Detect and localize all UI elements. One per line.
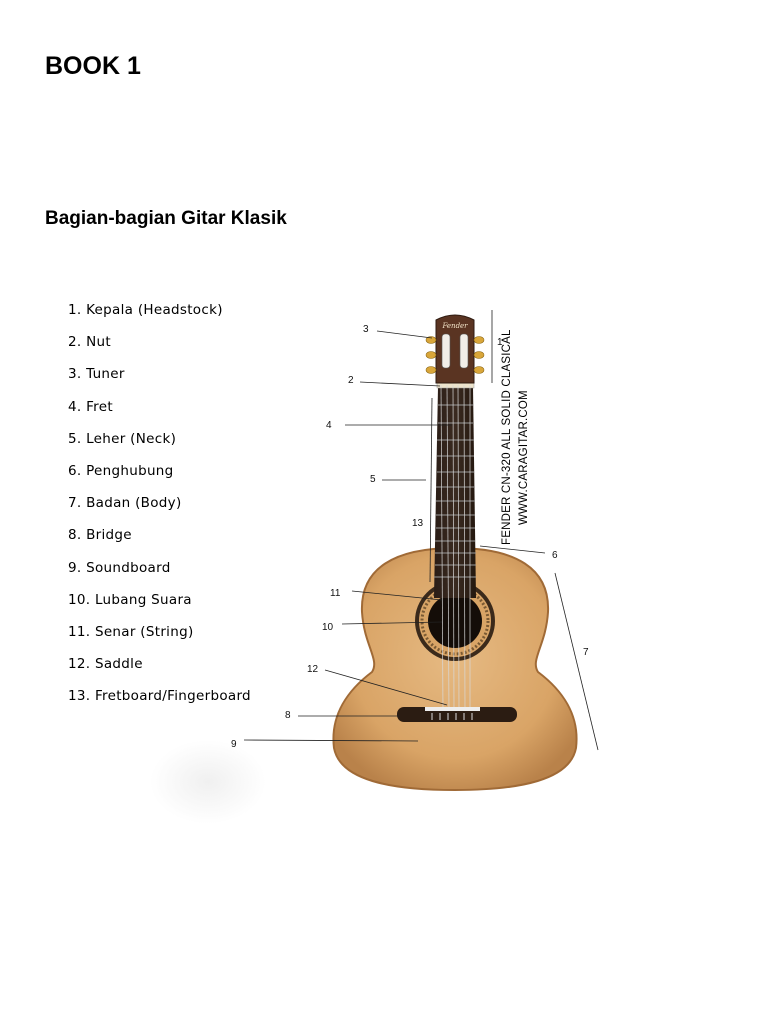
callout-10: 10 xyxy=(322,622,334,633)
part-item: 4. Fret xyxy=(68,398,113,415)
headstock-logo: Fender xyxy=(441,322,468,330)
saddle xyxy=(425,707,480,711)
callout-7: 7 xyxy=(583,647,589,658)
part-item: 6. Penghubung xyxy=(68,462,174,479)
callout-2: 2 xyxy=(348,375,354,386)
strings xyxy=(440,384,471,713)
part-item: 10. Lubang Suara xyxy=(68,591,192,608)
callout-1: 1 xyxy=(497,337,503,348)
parts-list: 1. Kepala (Headstock) 2. Nut 3. Tuner 4.… xyxy=(68,302,251,720)
tuner-pegs xyxy=(425,336,485,374)
callout-3: 3 xyxy=(363,324,369,335)
callout-6: 6 xyxy=(552,550,558,561)
part-item: 13. Fretboard/Fingerboard xyxy=(68,688,251,705)
part-item: 1. Kepala (Headstock) xyxy=(68,302,223,318)
part-item: 11. Senar (String) xyxy=(68,623,194,640)
part-item: 9. Soundboard xyxy=(68,559,171,576)
section-title: Bagian-bagian Gitar Klasik xyxy=(45,208,287,229)
callout-4: 4 xyxy=(326,420,332,431)
leader-lines xyxy=(243,310,599,751)
website-label: WWW.CARAGITAR.COM xyxy=(518,390,530,525)
part-item: 3. Tuner xyxy=(68,366,125,383)
model-label: FENDER CN-320 ALL SOLID CLASICAL xyxy=(501,329,513,545)
part-item: 2. Nut xyxy=(68,334,111,351)
part-item: 8. Bridge xyxy=(68,527,132,544)
callout-11: 11 xyxy=(330,588,341,599)
callout-12: 12 xyxy=(307,664,319,675)
callout-5: 5 xyxy=(370,474,376,485)
callout-9: 9 xyxy=(231,739,237,750)
part-item: 7. Badan (Body) xyxy=(68,495,182,512)
guitar-body xyxy=(332,546,578,792)
nut xyxy=(436,382,475,389)
sound-hole xyxy=(428,594,482,648)
callout-8: 8 xyxy=(285,710,291,721)
callout-numbers: 1 2 3 4 5 6 7 8 9 10 11 12 13 xyxy=(231,324,589,750)
document-title: BOOK 1 xyxy=(45,52,141,80)
background-smudge xyxy=(150,740,266,824)
part-item: 12. Saddle xyxy=(68,656,143,673)
part-item: 5. Leher (Neck) xyxy=(68,430,177,447)
callout-13: 13 xyxy=(412,518,424,529)
